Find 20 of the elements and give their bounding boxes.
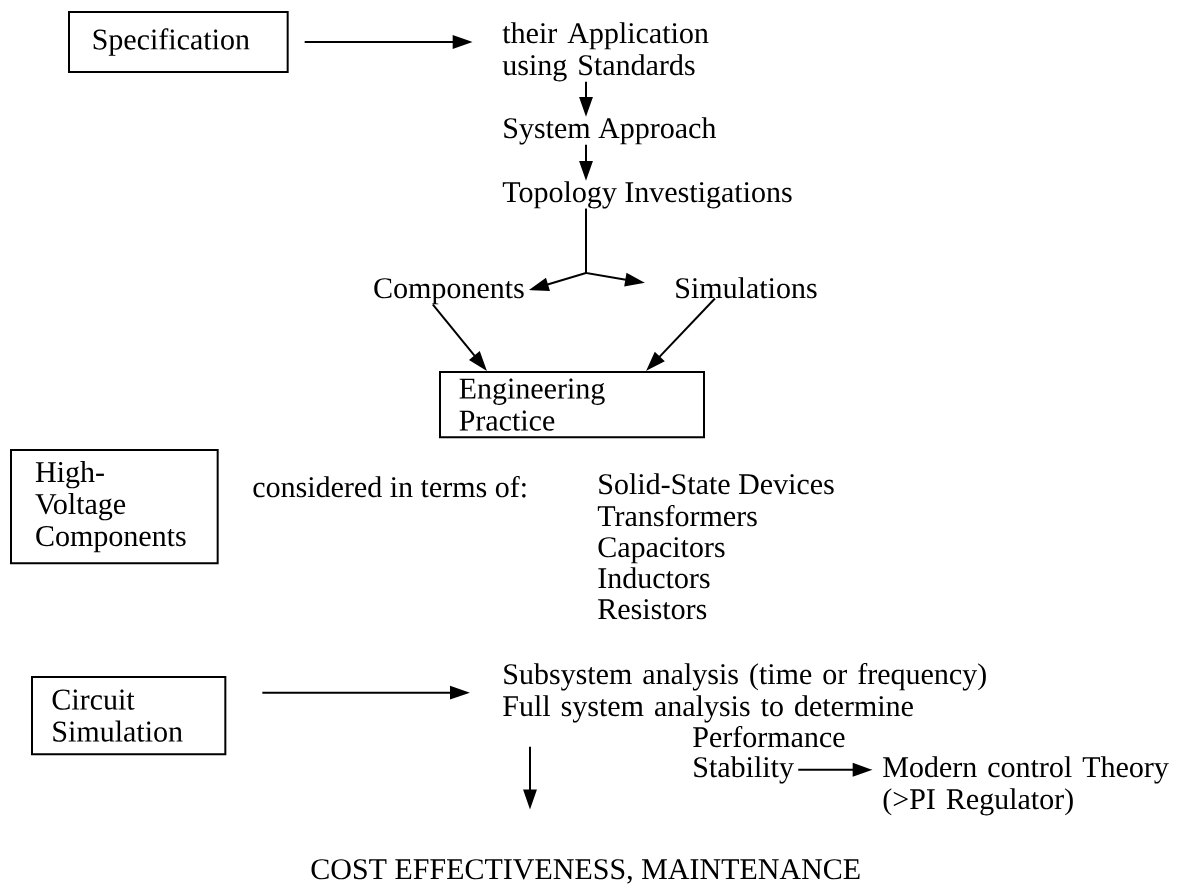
step-text: Subsystem analysis (time or frequency) Full system analysis to determine (503, 662, 986, 723)
step-text: their Application using Standards (502, 22, 709, 82)
note-text: considered in terms of: (253, 475, 526, 498)
step-text: Simulations (676, 277, 817, 299)
step-text: Topology Investigations (502, 181, 792, 209)
note-text: Performance (693, 725, 845, 748)
note-text: Transformers (597, 504, 757, 527)
process-box: Engineering Practice (439, 371, 705, 439)
step-text: COST EFFECTIVENESS, MAINTENANCE (311, 859, 860, 884)
step-text: Components (374, 278, 524, 305)
note-text: Capacitors (598, 537, 725, 564)
process-box: Specification (68, 11, 289, 73)
step-text: Modern control Theory (>PI Regulator) (883, 756, 1169, 816)
note-text: Inductors (598, 567, 710, 589)
note-text: Solid-State Devices (599, 473, 834, 495)
process-box: High-Voltage Components (10, 449, 219, 565)
step-text: System Approach (504, 117, 717, 145)
note-text: Resistors (598, 599, 707, 620)
step-text: Stability (694, 756, 794, 784)
process-box: Circuit Simulation (31, 676, 227, 756)
